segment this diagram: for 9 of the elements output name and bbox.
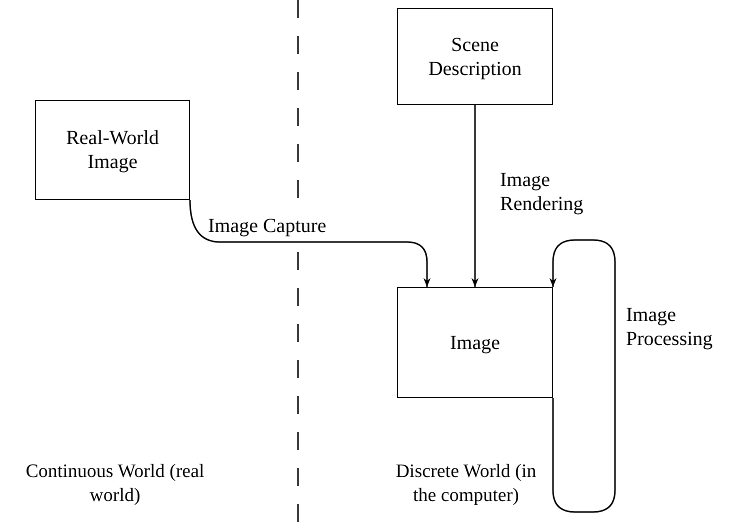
- arrow: [471, 105, 479, 287]
- process-box: Real-World Image: [35, 100, 190, 200]
- arrow: [549, 239, 616, 513]
- region-label: Discrete World (in the computer): [394, 460, 538, 508]
- process-box: Scene Description: [397, 8, 553, 105]
- region-label: Continuous World (real world): [25, 460, 205, 508]
- process-box: Image: [397, 287, 553, 398]
- arrow: [189, 200, 431, 287]
- edge-label: Image Capture: [208, 214, 326, 238]
